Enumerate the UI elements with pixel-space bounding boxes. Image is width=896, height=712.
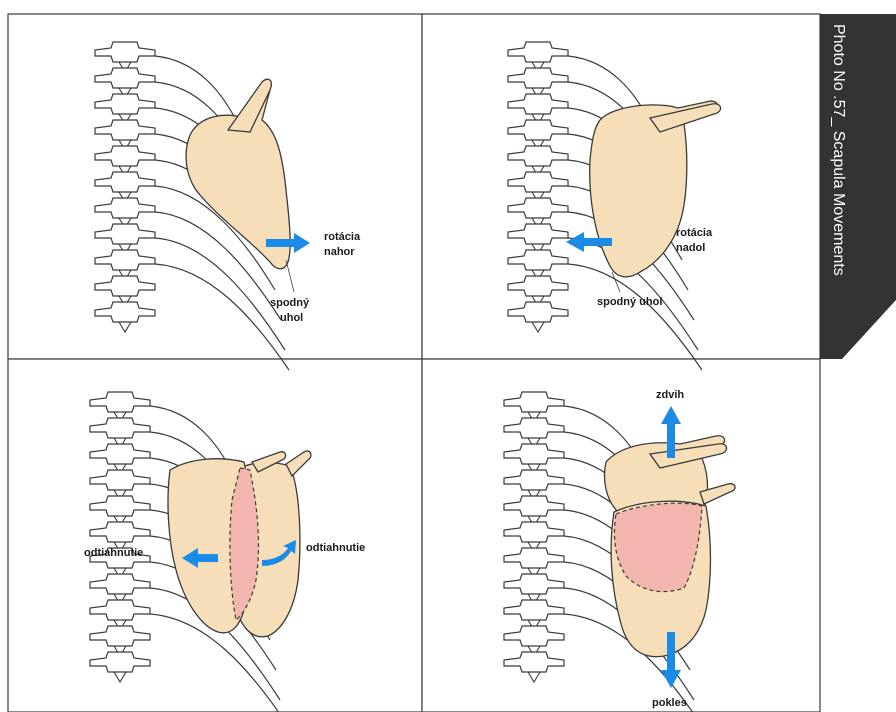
inferior-angle-label-2: uhol	[280, 312, 303, 324]
upward-rotation-label-2: nahor	[324, 246, 355, 258]
abduction-label-right: odtiahnutie	[306, 542, 365, 554]
abduction-label-left: odtiahnutie	[84, 547, 143, 559]
depression-label: pokles	[652, 697, 687, 709]
inferior-angle-label-1: spodný	[270, 297, 310, 309]
upward-rotation-label-1: rotácia	[324, 231, 361, 243]
inferior-angle-label: spodný uhol	[597, 296, 662, 308]
figure-caption: Photo No .57_ Scapula Movements	[826, 24, 850, 324]
elevation-label: zdvih	[656, 389, 684, 401]
downward-rotation-label-1: rotácia	[676, 227, 713, 239]
downward-rotation-label-2: nadol	[676, 242, 705, 254]
elevation-highlight	[614, 503, 702, 591]
